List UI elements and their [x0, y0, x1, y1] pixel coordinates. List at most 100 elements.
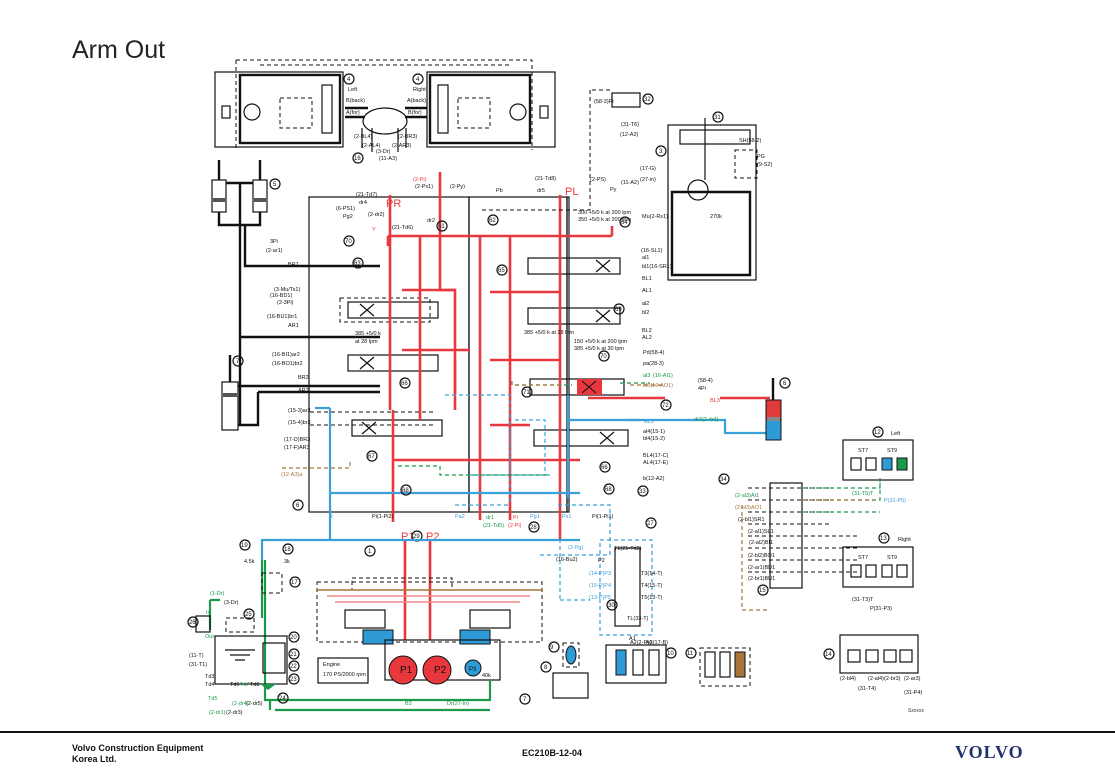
label-28lpm: at 28 lpm [355, 339, 378, 345]
travel-pedal-15 [839, 634, 919, 674]
label-2-ps: (2-PS) [590, 177, 606, 183]
label-pump-p3: P3 [469, 667, 477, 673]
label-11-a2: (11-A2) [621, 180, 639, 186]
joystick-right-14 [842, 546, 914, 588]
label-66: 66 [401, 381, 408, 387]
label-joystick-right: Right [898, 537, 911, 543]
label-2-bl4: (2-bl4) [840, 676, 856, 682]
label-16-bu1: (16-BU1)br1 [267, 314, 297, 320]
label-17-f: (17-F)AR3 [284, 445, 310, 451]
label-2-ar3: (2-ar3) [904, 676, 921, 682]
label-3-dr: (3-Dr) [224, 600, 239, 606]
label-31-t1: (31-T1) [189, 662, 207, 668]
label-pump-p2: P2 [434, 665, 447, 676]
label-pi-1-pi1: Pi(1-Pi1) [592, 514, 614, 520]
label-travel-left: Left [348, 87, 358, 93]
label-10: 9 [550, 645, 554, 651]
label-16-ai1: (16-AI1) [653, 373, 673, 379]
label-20: 19 [241, 543, 248, 549]
label-16-sl1: (16-SL1) [641, 248, 663, 254]
label-2-dr2: (2-dr2) [368, 212, 385, 218]
label-21-td7: (21-Td7) [356, 192, 377, 198]
label-a1: A1 [629, 636, 636, 642]
label-al4: al4(15-1) [643, 429, 665, 435]
label-al3-ai1: (2-al3)AI1 [735, 493, 759, 499]
label-2-pi-lower: (2-Pi) [508, 523, 522, 529]
label-travel-right-num: 4 [416, 77, 420, 83]
label-16-bo1: (16-BO1)br2 [272, 361, 303, 367]
label-3k: 3k [284, 559, 290, 565]
label-40k: 40k [482, 673, 491, 679]
label-62: 62 [489, 218, 496, 224]
label-ar1: AR1 [288, 323, 299, 329]
label-12-a3: (12-A3)a [281, 472, 303, 478]
label-mu: Mu(2-Rs1) [642, 214, 668, 220]
label-19: 18 [284, 547, 291, 553]
label-in: In [206, 610, 211, 616]
label-11-t: (11-T) [189, 653, 204, 659]
hydraulic-tank [214, 635, 288, 690]
label-6-ps1: (6-PS1) [336, 206, 355, 212]
bucket-cylinder [221, 355, 380, 431]
label-270k: 270k [710, 214, 722, 220]
label-p2-manifold: P2 [598, 558, 605, 564]
label-2-dr1: (2-dr1) [209, 710, 226, 716]
spool-boom2 [527, 307, 621, 325]
label-BL3: BL3 [710, 398, 720, 404]
label-32: 31 [714, 115, 721, 121]
label-st7: ST7 [858, 448, 868, 454]
label-2-px1: (2-Px1) [415, 184, 433, 190]
label-engine-spec: 170 PS/2000 rpm [323, 672, 366, 678]
label-34: 33 [639, 489, 646, 495]
footer-divider [0, 731, 1115, 733]
label-dr1: dr1 [486, 515, 494, 521]
pressure-lines [386, 172, 770, 640]
label-72: 70 [345, 239, 352, 245]
label-pi: (2-Pi) [413, 177, 427, 183]
label-6: 6 [783, 381, 787, 387]
label-21-td5: (21-Td5) [483, 523, 504, 529]
label-70: 70 [600, 354, 607, 360]
label-28: 27 [647, 521, 654, 527]
label-BL4: BL4(17-C) [643, 453, 669, 459]
travel-pilot-lines [235, 59, 533, 150]
label-ref: (2-BL4) [354, 134, 373, 140]
label-2-ar1: (2-ar1) [266, 248, 283, 254]
label-br1-bu1: (2-br1)BU1 [748, 576, 775, 582]
volvo-logo: VOLVO [955, 742, 1024, 762]
label-385k-b: 385 +5/0 k at 28 lpm [524, 330, 574, 336]
label-st9-r: ST9 [887, 555, 897, 561]
label-13-p: (13-P)P5 [589, 595, 611, 601]
label-30: 29 [413, 534, 420, 540]
document-code: EC210B-12-04 [522, 748, 583, 758]
remote-valve-11 [605, 644, 667, 684]
label-3: 3 [659, 149, 663, 155]
swing-motor [667, 118, 758, 281]
label-26: 25 [245, 612, 252, 618]
label-t5: T5(13-T) [641, 595, 663, 601]
label-y: Y [372, 227, 376, 233]
label-AL4: AL4(17-E) [643, 460, 668, 466]
label-12: 11 [687, 651, 694, 657]
label-67b: 66 [601, 465, 608, 471]
pilot-lines [282, 381, 665, 476]
label-29: 28 [530, 525, 537, 531]
label-ref: (2-AL4) [362, 143, 381, 149]
label-pa2: Pa2 [455, 514, 465, 520]
label-br2: BR2 [298, 375, 309, 381]
label-AL2: AL2 [642, 335, 652, 341]
label-64: 64 [621, 220, 628, 226]
label-AL1: AL1 [642, 288, 652, 294]
label-sh: SH(58-2) [739, 138, 761, 144]
label-py: Py [610, 187, 617, 193]
label-out: Out [205, 634, 214, 640]
label-31-t3: (31-T3)T [852, 597, 874, 603]
label-pi-1-pi2: Pi(1-Pi2) [372, 514, 394, 520]
label-7: 7 [236, 359, 240, 365]
label-pl: PL [565, 186, 578, 198]
label-5: 5 [273, 182, 277, 188]
label-a2-2py: A2(2-Py) [630, 640, 652, 646]
label-pg2: Pg2 [343, 214, 353, 220]
label-17: 16 [354, 156, 361, 162]
label-td3: Td3 [205, 674, 214, 680]
